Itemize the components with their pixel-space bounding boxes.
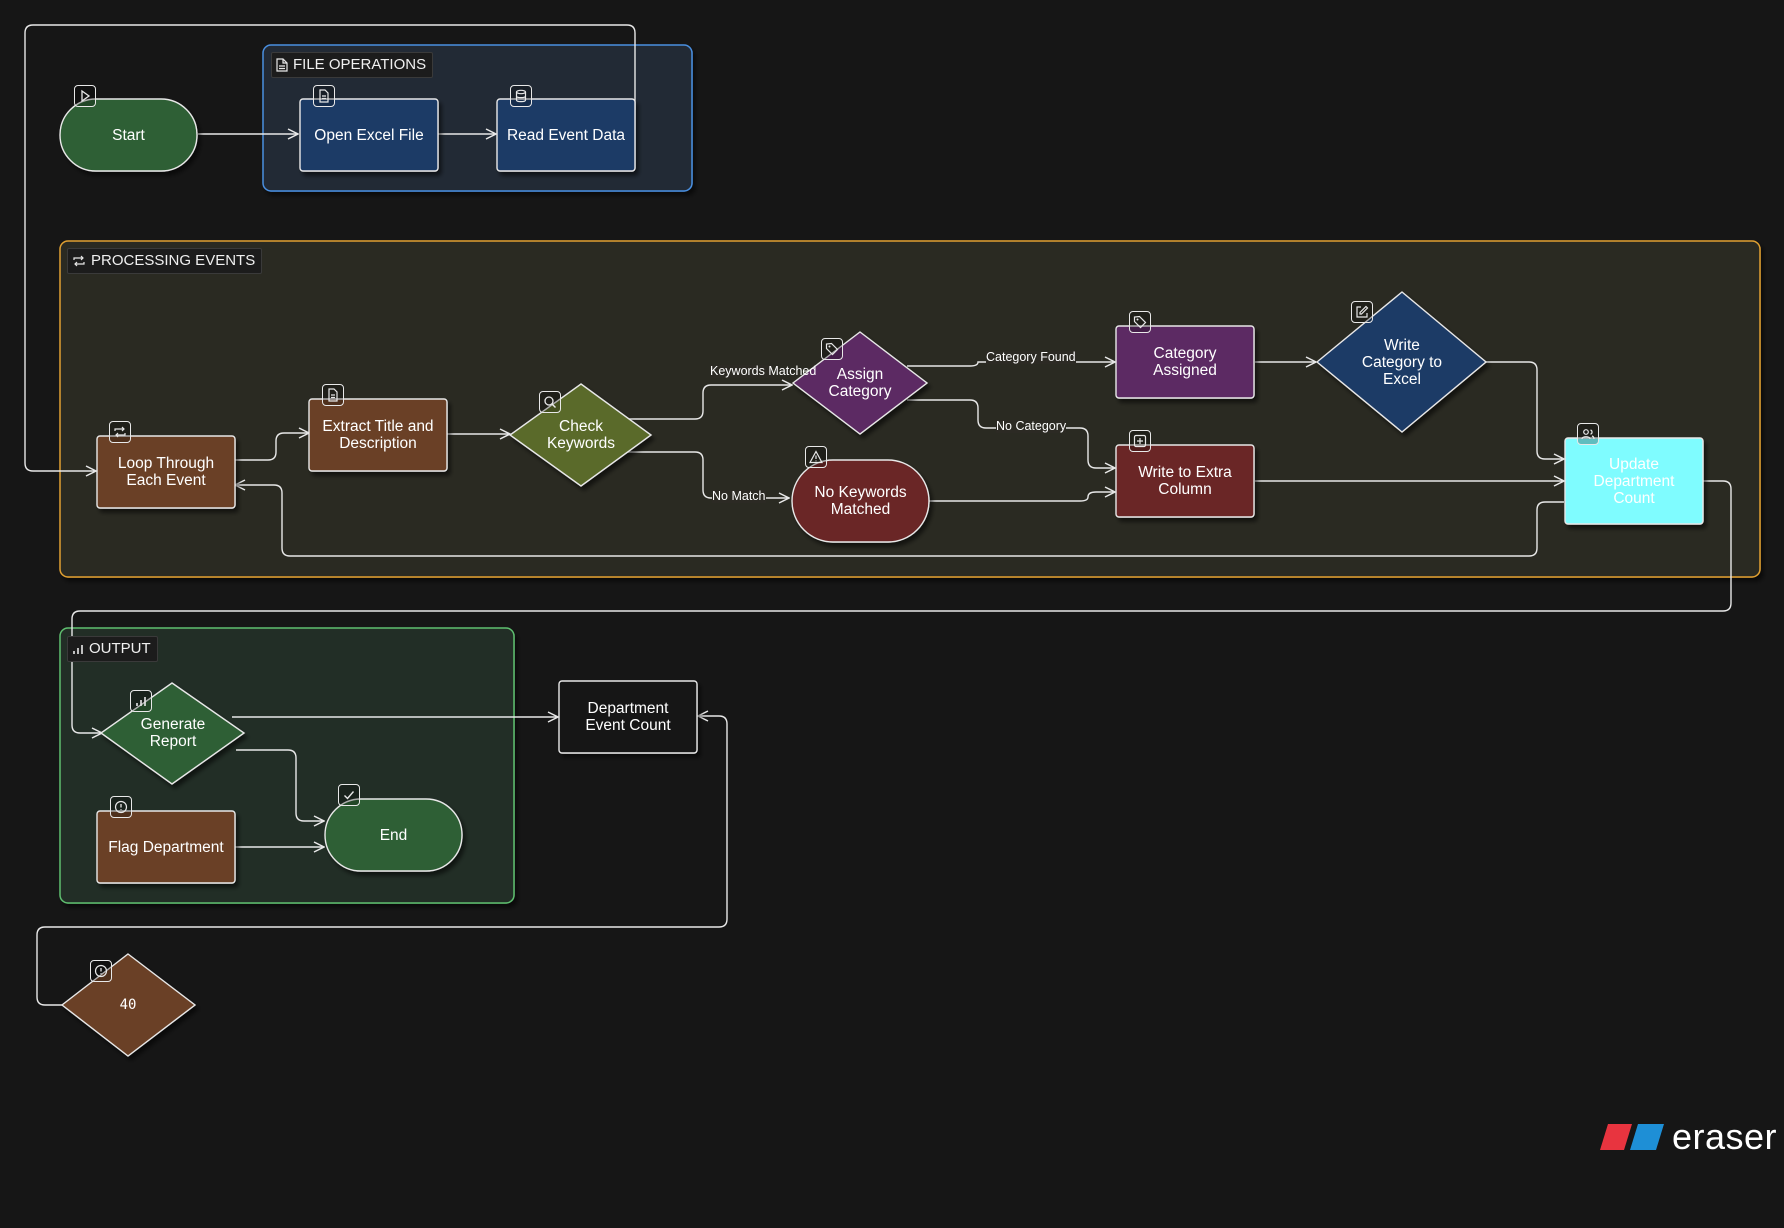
label-category-assigned: Category Assigned (1153, 345, 1217, 379)
edit-icon (1351, 301, 1373, 323)
label-end: End (379, 826, 408, 844)
node-end[interactable] (324, 798, 463, 872)
edge-label-no-category: No Category (996, 419, 1067, 433)
file-icon (313, 85, 335, 107)
group-label-output: OUTPUT (67, 636, 158, 662)
node-assign-category[interactable] (791, 331, 929, 435)
alert-circle-icon (110, 796, 132, 818)
label-update-dept: Update Department Count (1593, 455, 1675, 507)
label-no-keywords: No Keywords Matched (814, 484, 907, 518)
label-check-keywords: Check Keywords (546, 418, 616, 452)
node-open-excel[interactable] (299, 98, 439, 172)
edge-generate-end (236, 749, 324, 821)
node-read-event[interactable] (496, 98, 636, 172)
edge-assign-categoryassigned (907, 362, 1115, 366)
group-processing-events (59, 240, 1761, 578)
file-icon (276, 58, 288, 72)
edge-update-loop (235, 485, 1564, 557)
node-write-category[interactable] (1315, 291, 1488, 433)
edge-read-loop (24, 24, 636, 471)
label-generate-report: Generate Report (140, 716, 206, 750)
node-extract-title[interactable] (308, 398, 448, 472)
label-assign-category: Assign Category (828, 366, 892, 400)
node-write-extra[interactable] (1115, 444, 1255, 518)
database-icon (510, 85, 532, 107)
label-flag-dept: Flag Department (108, 838, 224, 856)
group-label-file-operations: FILE OPERATIONS (271, 52, 434, 78)
repeat-icon (73, 255, 85, 267)
label-read-event: Read Event Data (506, 126, 626, 144)
bar-chart-icon (130, 690, 152, 712)
node-dept-event-count[interactable] (558, 680, 698, 754)
edge-check-nokeywords (620, 451, 789, 498)
node-generate-report[interactable] (99, 682, 246, 785)
label-threshold: 40 (119, 996, 137, 1013)
edge-label-category-found: Category Found (986, 350, 1076, 364)
node-loop-events[interactable] (96, 435, 236, 509)
edge-loop-extract (235, 433, 309, 461)
group-label-processing-events: PROCESSING EVENTS (67, 248, 263, 274)
tag-icon (821, 338, 843, 360)
edge-label-no-match: No Match (712, 489, 766, 503)
node-category-assigned[interactable] (1115, 325, 1255, 399)
edge-writecat-update (1486, 361, 1564, 459)
label-dept-event-count: Department Event Count (585, 700, 671, 734)
edge-label-keywords-matched: Keywords Matched (710, 364, 817, 378)
edge-update-generate (71, 480, 1732, 733)
eraser-brand-text: eraser (1672, 1116, 1778, 1157)
node-no-keywords[interactable] (791, 459, 930, 543)
tag-icon (1129, 311, 1151, 333)
node-update-dept[interactable] (1564, 437, 1704, 525)
label-start: Start (112, 126, 145, 144)
label-extract-title: Extract Title and Description (322, 418, 434, 452)
eraser-logo-icon (1600, 1124, 1664, 1150)
label-write-category: Write Category to Excel (1361, 336, 1443, 388)
repeat-icon (109, 421, 131, 443)
plus-square-icon (1129, 430, 1151, 452)
bar-chart-icon (73, 645, 83, 654)
node-check-keywords[interactable] (508, 383, 653, 487)
label-open-excel: Open Excel File (314, 126, 424, 144)
node-start[interactable] (59, 98, 198, 172)
edge-check-assign (620, 385, 792, 420)
search-icon (539, 391, 561, 413)
label-loop-events: Loop Through Each Event (117, 455, 215, 489)
edge-threshold-deptcount (36, 716, 728, 1006)
file-text-icon (322, 384, 344, 406)
node-flag-dept[interactable] (96, 810, 236, 884)
node-threshold[interactable] (60, 953, 197, 1057)
users-icon (1577, 423, 1599, 445)
eraser-brand: eraser (1600, 1116, 1777, 1158)
check-icon (338, 784, 360, 806)
alert-circle-icon (90, 960, 112, 982)
edge-nokeywords-writeextra (929, 492, 1115, 502)
play-icon (74, 85, 96, 107)
label-write-extra: Write to Extra Column (1138, 464, 1232, 498)
warning-icon (805, 446, 827, 468)
